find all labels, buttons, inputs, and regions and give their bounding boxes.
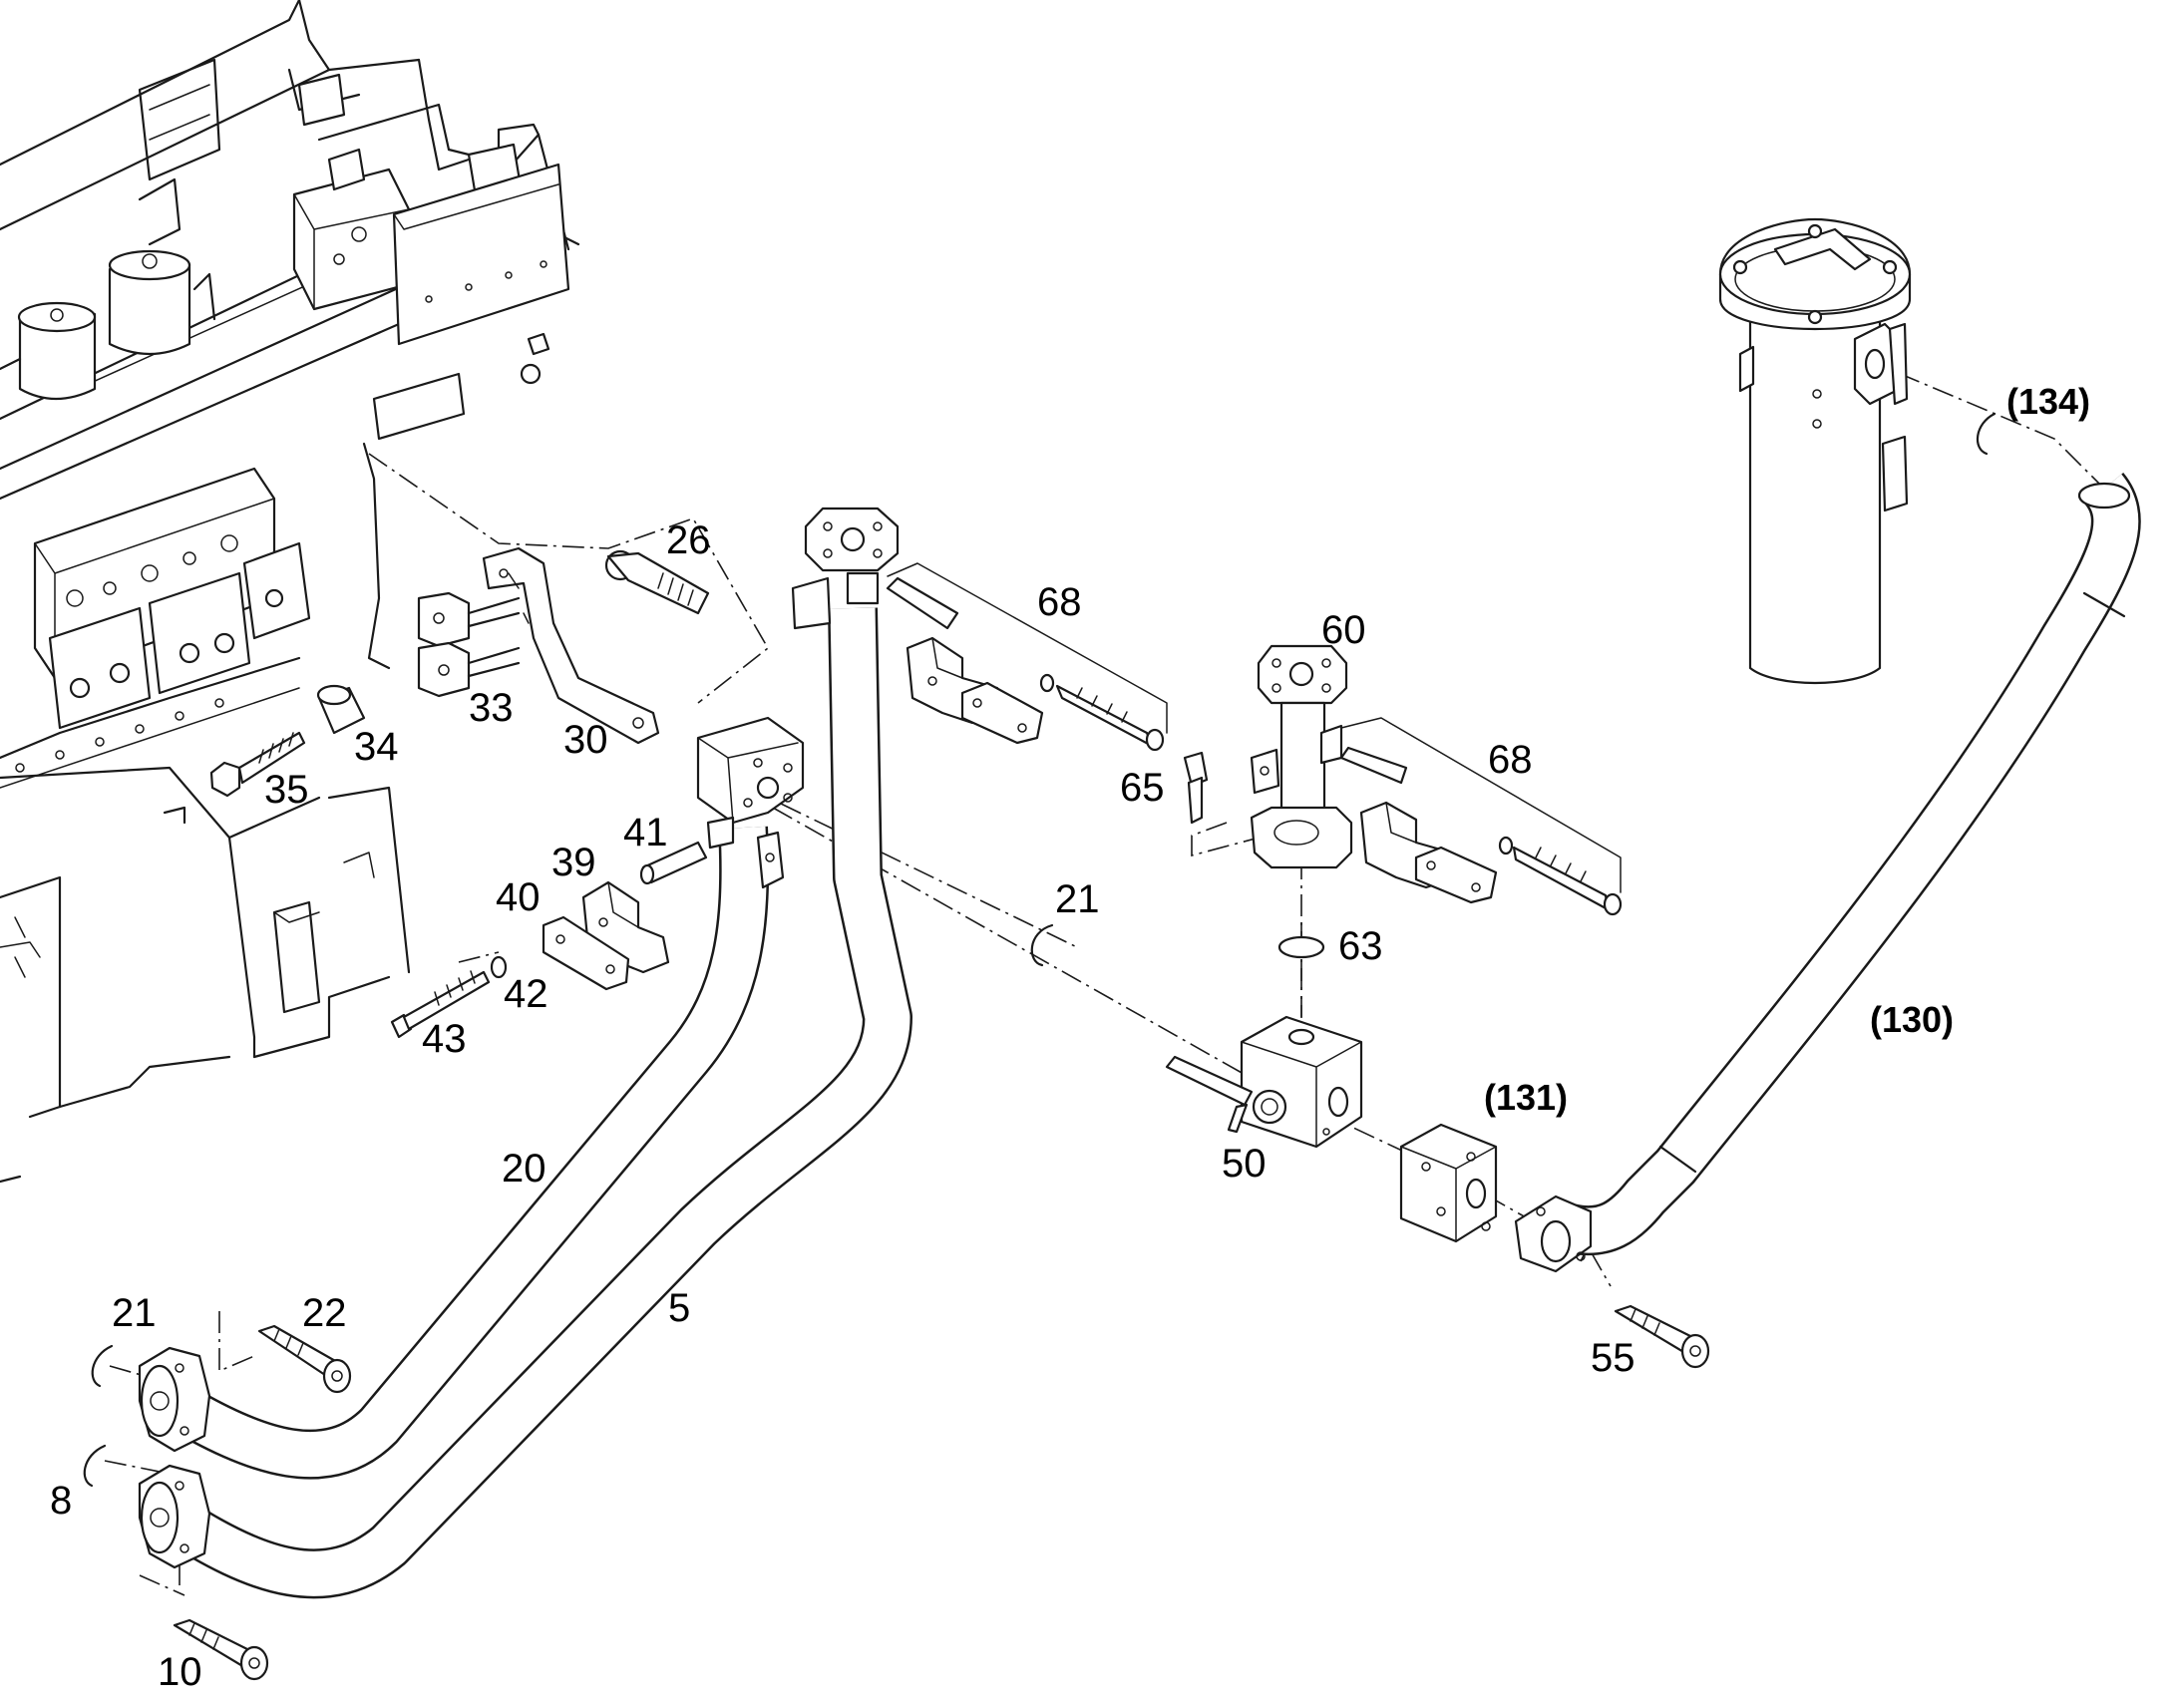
label-30: 30: [563, 718, 608, 762]
bolt-26: [604, 549, 710, 615]
bolt-10: [173, 1618, 269, 1681]
bolt-55: [1614, 1304, 1710, 1369]
washer-42: [490, 955, 508, 979]
label-41: 41: [623, 811, 668, 854]
label-34: 34: [354, 725, 399, 769]
label-40: 40: [496, 875, 541, 919]
pipe-5-lower-flange: [138, 1464, 211, 1569]
label-5: 5: [668, 1286, 690, 1330]
filter-housing: [1718, 217, 1912, 685]
adapter-plate-131: [1399, 1123, 1498, 1243]
bracket-30: [482, 546, 660, 745]
seal-ring-21-middle: [1030, 923, 1054, 967]
seal-ring-21-lower: [91, 1344, 114, 1388]
label-20: 20: [502, 1147, 546, 1191]
label-63: 63: [1338, 924, 1383, 968]
label-21-middle: 21: [1055, 877, 1100, 921]
pipe-5-flange: [791, 507, 900, 630]
pipe-20: [156, 826, 770, 1480]
screw-65: [1183, 751, 1209, 825]
plate-40: [542, 915, 630, 991]
clamp-33: [417, 591, 521, 698]
valve-manifold: [0, 467, 311, 789]
label-21-lower: 21: [112, 1291, 157, 1335]
label-39: 39: [551, 841, 596, 884]
label-22: 22: [302, 1291, 347, 1335]
frame-cylinder: [108, 249, 191, 356]
bolt-43: [390, 970, 491, 1039]
bolt-22: [257, 1324, 352, 1394]
machine-frame: [0, 0, 580, 1184]
label-60: 60: [1321, 608, 1366, 652]
ball-valve-50: [1165, 1015, 1363, 1149]
label-134: (134): [2006, 381, 2090, 422]
label-65: 65: [1120, 766, 1165, 810]
seal-ring-134: [1977, 412, 1997, 456]
callout-labels: 26 68 60 68 65 33 30 34 35 41 39 40 42 4…: [50, 381, 2090, 1694]
bushing-34: [316, 684, 366, 735]
label-26: 26: [666, 518, 711, 562]
label-130: (130): [1870, 999, 1954, 1040]
seal-ring-8: [83, 1444, 107, 1488]
standpipe-60: [1250, 644, 1353, 869]
pipe-20-flange-block: [696, 716, 805, 889]
pipe-20-lower-flange: [138, 1346, 211, 1453]
label-55: 55: [1591, 1336, 1635, 1380]
label-33: 33: [469, 686, 514, 730]
bolt-35: [209, 731, 306, 798]
label-131: (131): [1484, 1077, 1568, 1118]
clamp-set-68-left: [886, 562, 1168, 752]
label-10: 10: [158, 1650, 202, 1694]
hose-130: [1514, 473, 2141, 1273]
seal-ring-63: [1277, 935, 1325, 959]
label-42: 42: [504, 972, 548, 1016]
label-35: 35: [264, 768, 309, 812]
pipe-5: [156, 607, 912, 1599]
label-43: 43: [422, 1017, 467, 1061]
label-68-left: 68: [1037, 580, 1082, 624]
pin-41: [639, 841, 708, 885]
frame-cylinder: [17, 301, 97, 401]
label-8: 8: [50, 1479, 72, 1523]
clamp-set-68-right: [1339, 717, 1623, 916]
label-50: 50: [1222, 1142, 1267, 1186]
label-68-right: 68: [1488, 738, 1533, 782]
